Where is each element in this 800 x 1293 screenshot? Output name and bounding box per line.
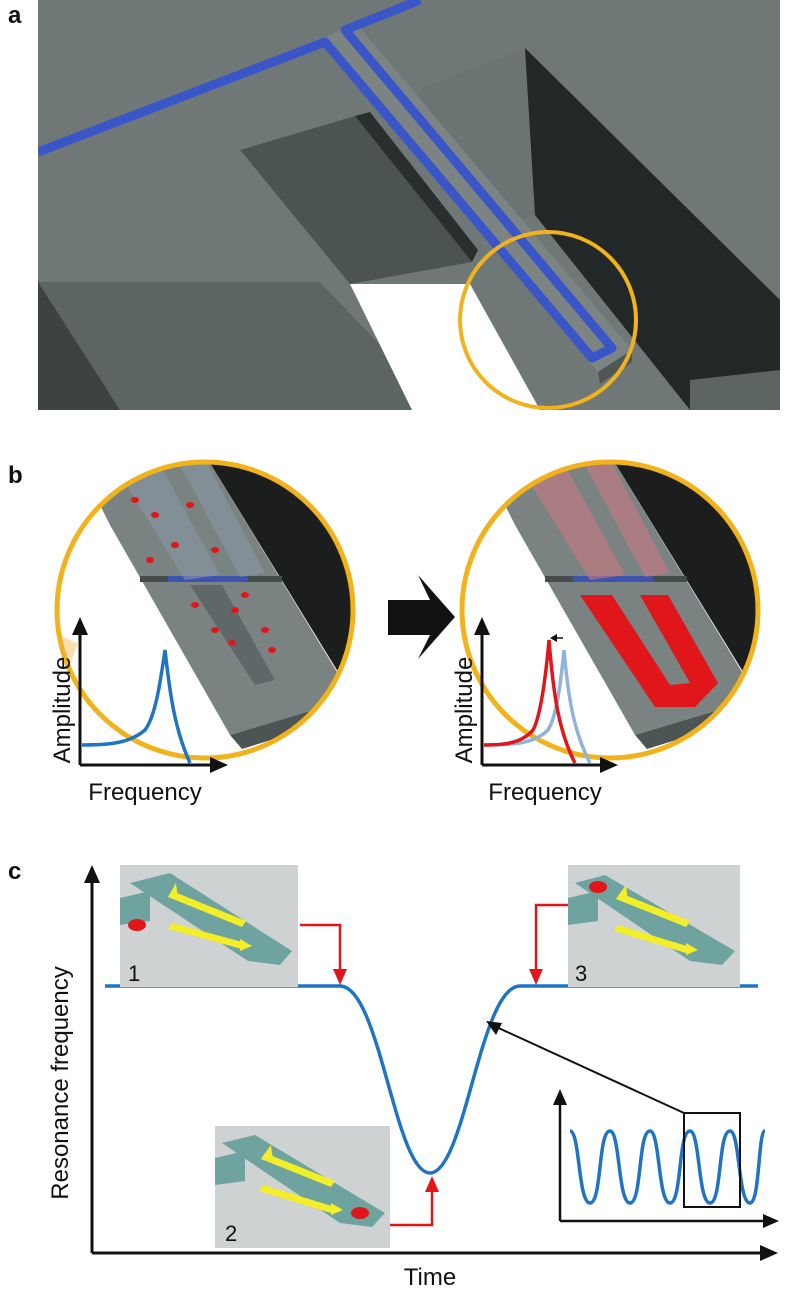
panel-a-label: a [8,2,22,29]
recess-pit [240,116,472,284]
right-block-top [415,48,535,230]
inset-3-pointer [534,903,568,973]
oscillation-wave [568,1129,767,1205]
fluid-channel [38,0,617,363]
right-resonance-plot: Amplitude Frequency [451,617,618,805]
panel-b-label: b [8,462,23,489]
left-y-axis-label: Amplitude [49,657,76,764]
panel-b-detection: Amplitude Frequency Amplitude Frequency [49,459,761,805]
chip-front-face [38,282,412,410]
right-zoom-ring [459,459,761,761]
c-y-axis-label: Resonance frequency [47,966,74,1199]
right-x-axis-label: Frequency [488,779,601,805]
zoom-pointer [491,1024,685,1114]
panel-c-timeline: Resonance frequency Time 1 3 [47,865,779,1291]
chip-gap [350,284,540,410]
panel-c-label: c [8,858,22,885]
c-x-axis-label: Time [404,1264,456,1291]
panel-a-cantilever-render [38,0,780,410]
left-resonance-plot: Amplitude Frequency [49,617,228,805]
right-block-side [525,48,780,410]
shifted-resonance-curve [483,639,577,764]
zoom-window [683,1112,741,1208]
inset-1: 1 [120,865,298,987]
left-zoom-ring [54,459,356,761]
resonance-frequency-trace [105,984,758,1175]
original-resonance-curve [483,649,592,764]
highlight-circle [458,230,638,410]
inset-3: 3 [568,865,740,987]
inset-3-number: 3 [575,961,587,986]
inset-1-pointer [300,923,342,973]
left-resonance-curve [81,649,192,764]
transition-arrow [388,575,455,659]
inset-2-pointer [390,1188,434,1227]
right-zoom-view [462,462,758,758]
inset-1-number: 1 [128,961,140,986]
right-y-axis-label: Amplitude [451,657,478,764]
left-x-axis-label: Frequency [88,779,201,805]
inset-2: 2 [215,1126,390,1248]
inset-2-number: 2 [225,1221,237,1246]
filled-channel [580,595,718,707]
oscillation-inset [553,1089,779,1228]
